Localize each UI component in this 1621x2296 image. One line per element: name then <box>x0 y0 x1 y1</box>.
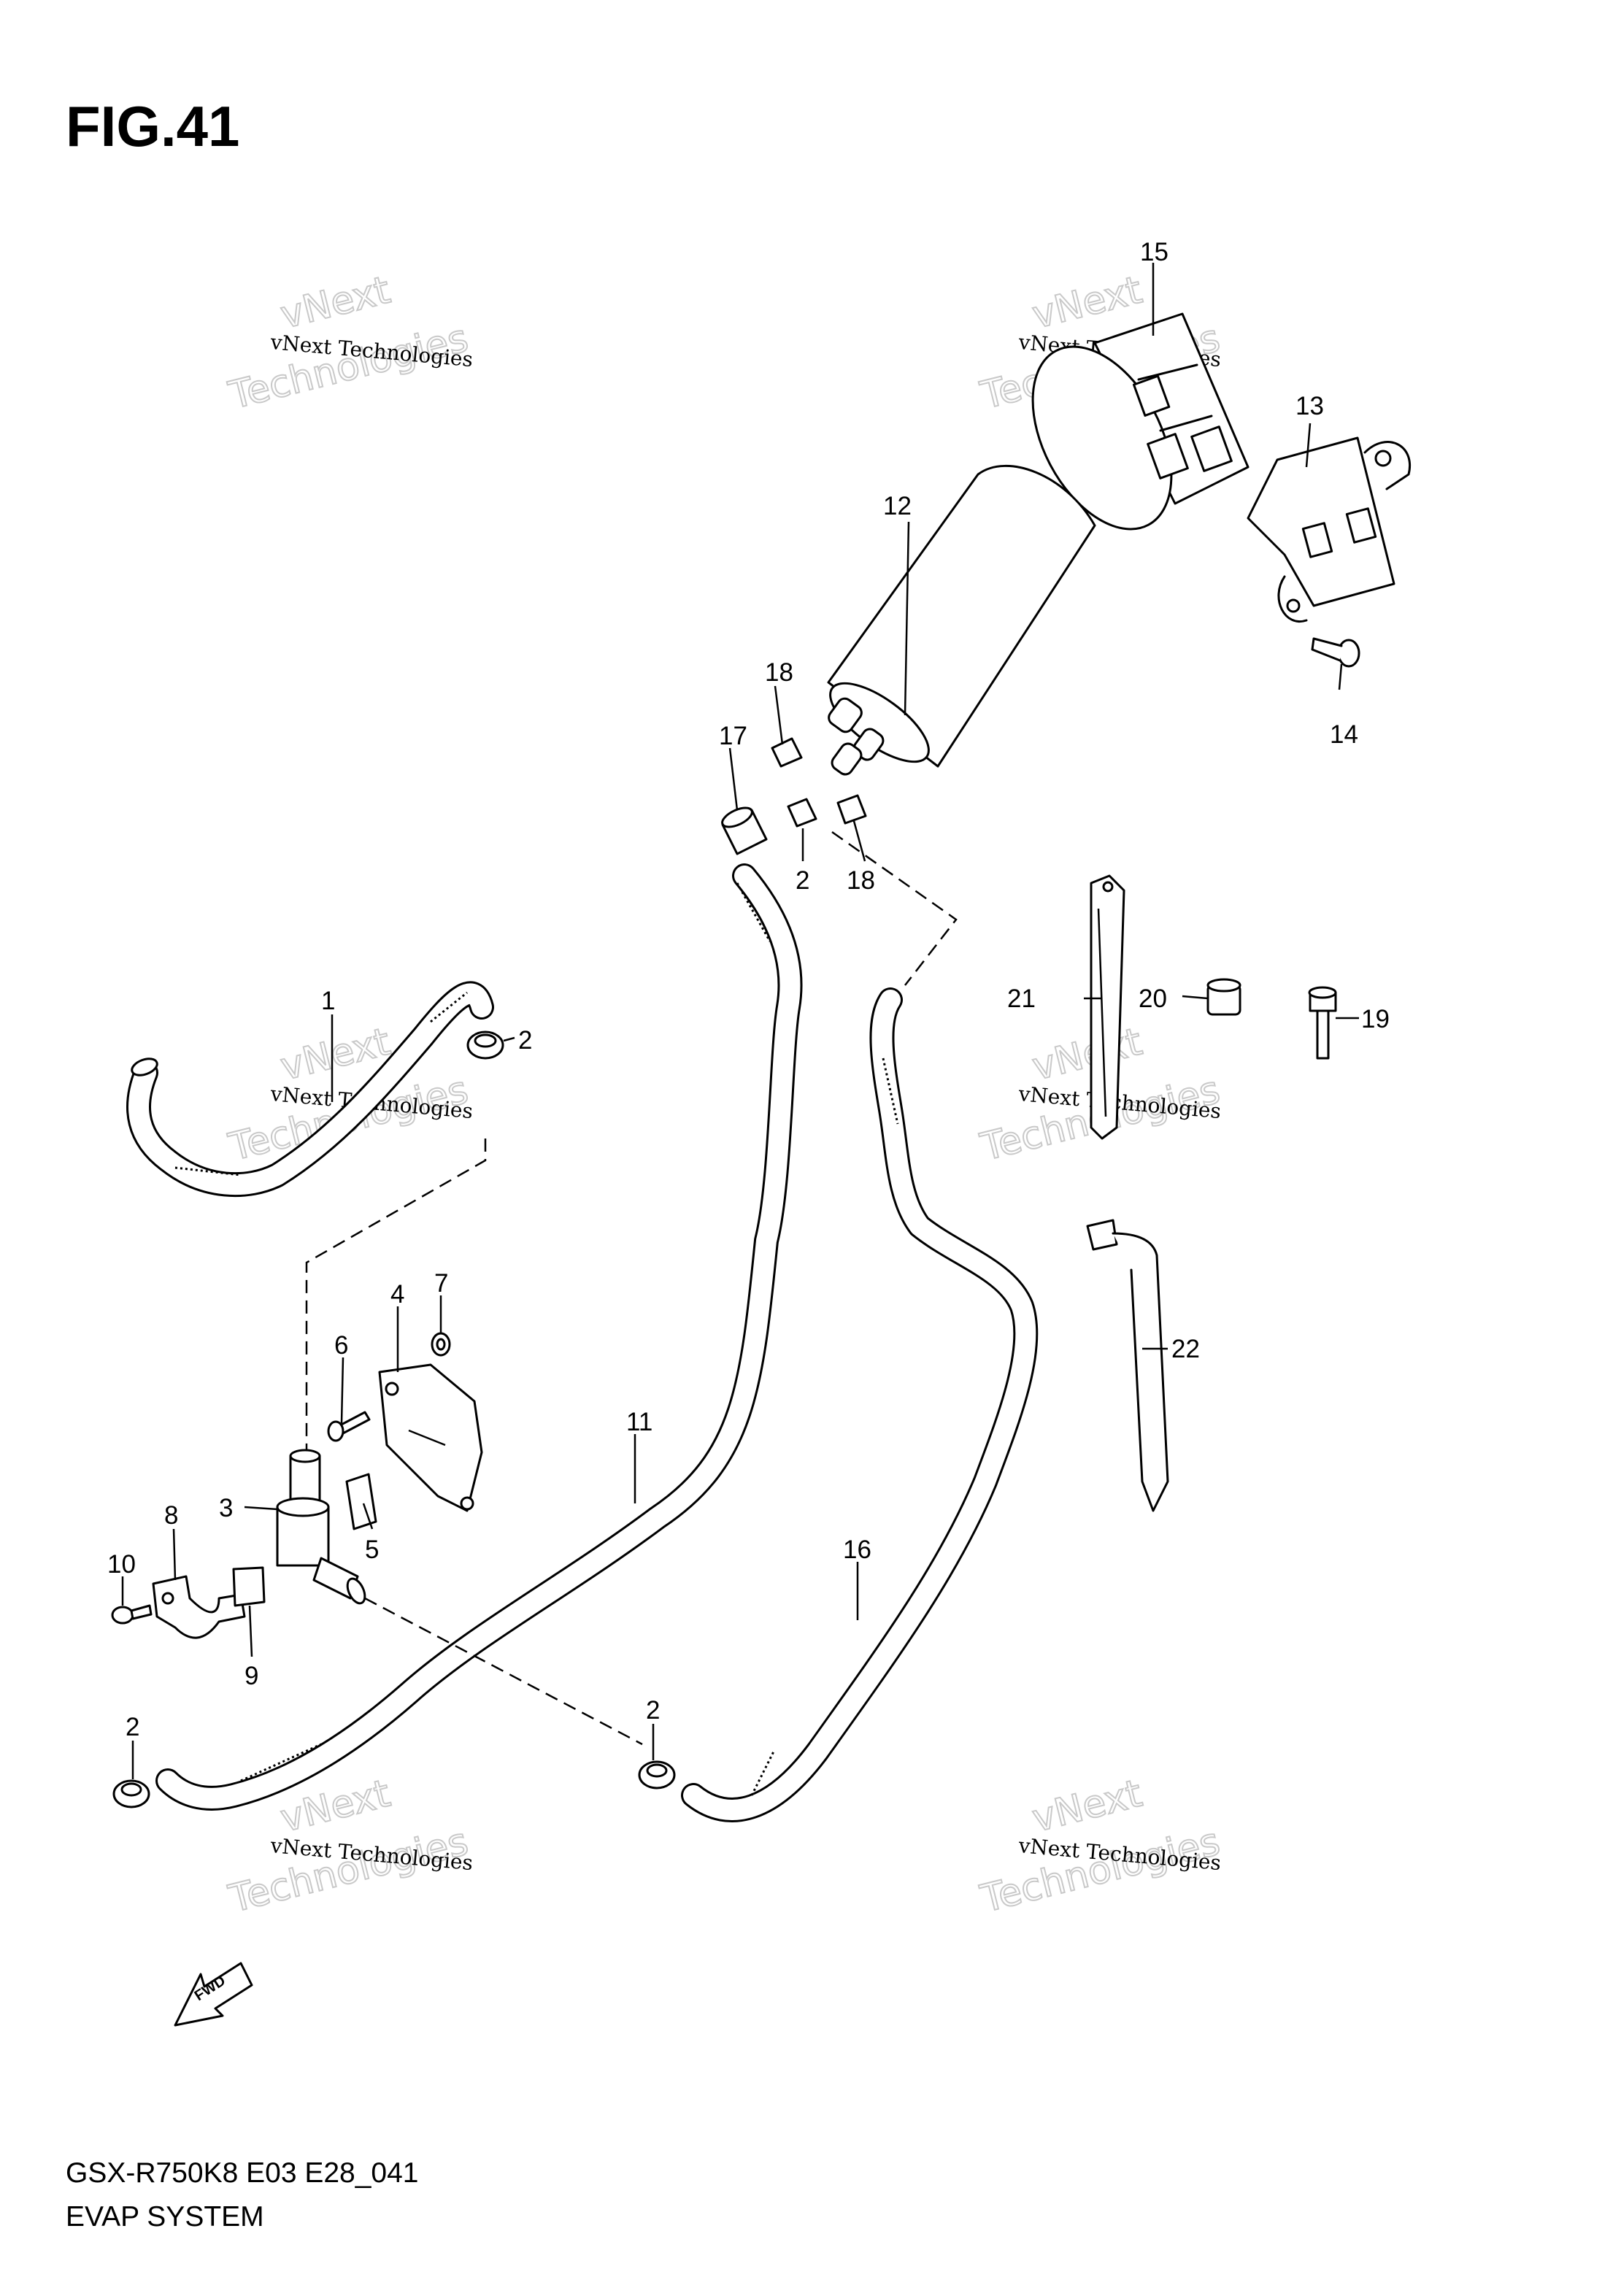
part-18-clip-upper <box>771 737 803 768</box>
part-22-cable-tie <box>1086 1219 1169 1512</box>
figure-title: FIG.41 <box>66 94 239 158</box>
watermark-mid-left: vNext Technologies vNext Technologies <box>224 1020 474 1171</box>
watermark-vnext: vNext <box>1028 269 1147 338</box>
part-8-holder <box>152 1575 246 1639</box>
callout-6: 6 <box>334 1331 348 1360</box>
part-11-hose <box>155 863 803 1811</box>
callout-19: 19 <box>1361 1005 1390 1033</box>
watermark-vnext: vNext <box>1028 1020 1147 1090</box>
callout-12: 12 <box>883 492 912 520</box>
callout-18-lower: 18 <box>847 866 875 895</box>
part-16-hose <box>681 987 1039 1822</box>
callout-20: 20 <box>1139 985 1167 1013</box>
callout-21: 21 <box>1007 985 1036 1013</box>
part-17-hose-joint <box>721 806 768 855</box>
dash-line-valve-clamp <box>364 1597 643 1746</box>
callout-13: 13 <box>1295 392 1324 420</box>
callout-17: 17 <box>719 722 747 750</box>
watermark-bottom-right: vNext Technologies vNext Technologies <box>976 1771 1225 1922</box>
watermark-vnext: vNext <box>277 269 395 338</box>
part-2-clamp-canister <box>787 798 817 828</box>
part-2-clamp-upper <box>466 1030 504 1060</box>
system-name: EVAP SYSTEM <box>66 2201 264 2233</box>
part-4-valve-bracket <box>378 1363 483 1512</box>
part-10-screw <box>111 1604 153 1625</box>
part-18-clip-lower <box>836 794 867 825</box>
part-2-clamp-bottom-left <box>112 1779 150 1808</box>
part-7-nut <box>431 1332 451 1357</box>
watermark-top-left: vNext Technologies vNext Technologies <box>224 268 474 419</box>
callout-2-bottom-middle: 2 <box>646 1696 660 1725</box>
part-13-bracket <box>1247 436 1411 623</box>
part-14-bolt <box>1311 637 1360 668</box>
callout-5: 5 <box>365 1536 379 1564</box>
part-6-screw <box>327 1411 371 1442</box>
part-19-bolt <box>1308 986 1337 1060</box>
callout-labels: 15 13 14 12 18 17 2 18 21 20 19 22 1 2 4… <box>107 238 1390 1741</box>
callout-11: 11 <box>626 1408 652 1436</box>
leader-lines <box>121 263 1359 1779</box>
callout-3: 3 <box>219 1494 233 1522</box>
callout-18-upper: 18 <box>765 658 793 687</box>
part-20-collar <box>1206 978 1241 1016</box>
dash-line-hose1-valve <box>305 1139 487 1452</box>
callout-7: 7 <box>434 1269 448 1298</box>
part-12-canister <box>827 464 1096 776</box>
callout-8: 8 <box>164 1501 178 1530</box>
part-1-hose <box>126 981 494 1198</box>
part-5-clip <box>345 1473 377 1530</box>
part-9-clip <box>232 1566 266 1607</box>
callout-14: 14 <box>1330 720 1358 749</box>
dash-line-canister-18 <box>831 831 958 986</box>
callout-1: 1 <box>321 987 335 1015</box>
part-3-valve <box>276 1449 366 1605</box>
part-21-strap <box>1090 874 1125 1140</box>
callout-22: 22 <box>1171 1335 1200 1363</box>
watermark-vnext: vNext <box>1028 1772 1147 1841</box>
model-code: GSX-R750K8 E03 E28_041 <box>66 2157 419 2189</box>
part-15-canister-holder <box>1031 312 1250 531</box>
callout-15: 15 <box>1140 238 1168 266</box>
callout-16: 16 <box>843 1536 871 1564</box>
callout-2-canister: 2 <box>796 866 809 895</box>
part-2-clamp-bottom-middle <box>638 1760 676 1790</box>
callout-2-upper: 2 <box>518 1026 532 1055</box>
callout-2-bottom-left: 2 <box>126 1713 139 1741</box>
fwd-direction-arrow: FWD <box>174 1962 253 2027</box>
callout-4: 4 <box>390 1280 404 1309</box>
callout-9: 9 <box>245 1662 258 1690</box>
callout-10: 10 <box>107 1550 136 1579</box>
